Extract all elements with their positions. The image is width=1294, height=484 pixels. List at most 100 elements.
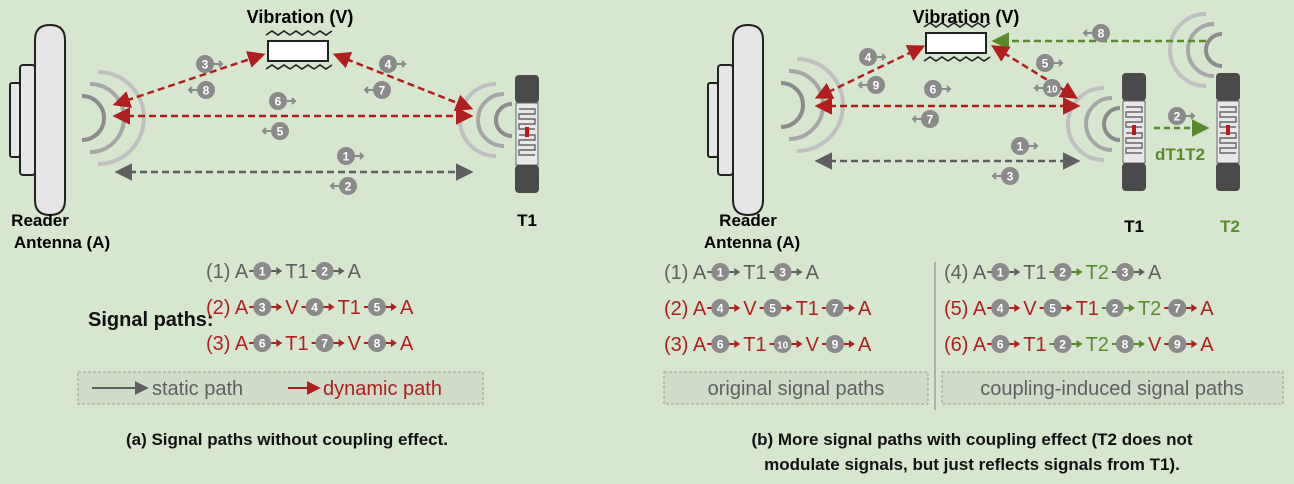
tag2-label: T2: [1220, 217, 1240, 236]
path-node: T1: [338, 297, 361, 319]
path-node: V: [806, 334, 820, 356]
direction-arrow: [942, 85, 952, 93]
path-node: A: [858, 334, 872, 356]
step-badge-icon: 10: [773, 335, 792, 353]
step-badge-icon: 1: [991, 263, 1010, 281]
path-prefix: (6) A: [944, 334, 987, 356]
path-arrowhead: [390, 303, 397, 311]
path-prefix: (2) A: [206, 297, 249, 319]
path-arrowhead: [848, 304, 855, 312]
path-node: A: [400, 297, 414, 319]
step-badge-icon: 2: [339, 177, 357, 195]
path-node: A: [400, 333, 414, 355]
path-arrowhead: [338, 339, 345, 347]
step-badge-icon: 9: [1168, 335, 1187, 353]
step-number: 3: [779, 266, 786, 280]
step-number: 1: [259, 265, 266, 279]
path-arrowhead: [734, 340, 741, 348]
dynamic-path-arrow: [814, 45, 926, 99]
distance-label: dT1T2: [1155, 145, 1205, 164]
step-number: 10: [777, 341, 789, 352]
direction-arrow: [287, 97, 297, 105]
step-number: 9: [873, 79, 880, 93]
step-number: 7: [321, 337, 328, 351]
step-badge-icon: 5: [261, 122, 289, 140]
step-number: 8: [203, 84, 210, 98]
step-number: 7: [1174, 302, 1181, 316]
step-badge-icon: 3: [773, 263, 792, 281]
tag1-label: T1: [1124, 217, 1144, 236]
step-number: 2: [1059, 338, 1066, 352]
direction-arrow: [911, 115, 921, 123]
step-number: 8: [374, 337, 381, 351]
vibration-label: Vibration (V): [247, 7, 354, 27]
path-node: T1: [1023, 262, 1046, 284]
coupling-paths-box: [941, 371, 1284, 405]
step-number: 2: [345, 180, 352, 194]
step-badge-icon: 7: [315, 334, 334, 352]
signal-wave-icon: [80, 70, 146, 166]
step-badge-icon: 10: [1033, 79, 1061, 97]
path-arrowhead: [1014, 304, 1021, 312]
path-arrowhead: [1138, 268, 1145, 276]
step-badge-icon: 2: [315, 262, 334, 280]
direction-arrow: [397, 60, 407, 68]
step-number: 4: [385, 58, 392, 72]
step-number: 1: [1017, 140, 1024, 154]
step-badge-icon: 5: [271, 122, 289, 140]
path-node: T2: [1138, 298, 1161, 320]
step-number: 9: [832, 338, 839, 352]
step-badge-icon: 7: [911, 110, 939, 128]
step-badge-icon: 5: [1043, 299, 1062, 317]
direction-arrow: [1029, 142, 1039, 150]
step-number: 2: [1112, 302, 1119, 316]
step-number: 6: [930, 83, 937, 97]
step-badge-icon: 4: [859, 48, 877, 66]
path-node: T1: [743, 262, 766, 284]
step-number: 7: [832, 302, 839, 316]
path-node: T1: [285, 333, 308, 355]
legend-static-label: static path: [152, 378, 243, 400]
path-node: T1: [1023, 334, 1046, 356]
step-number: 8: [1098, 27, 1105, 41]
step-number: 7: [379, 84, 386, 98]
path-node: V: [285, 297, 299, 319]
step-badge-icon: 6: [924, 80, 952, 98]
step-number: 5: [277, 125, 284, 139]
path-arrowhead: [328, 303, 335, 311]
step-badge-icon: 10: [1043, 79, 1061, 97]
step-badge-icon: 6: [924, 80, 942, 98]
step-number: 3: [259, 301, 266, 315]
step-badge-icon: 7: [363, 81, 391, 99]
step-badge-icon: 1: [337, 147, 355, 165]
tag-label: T1: [517, 211, 537, 230]
vibration-label: Vibration (V): [913, 7, 1020, 27]
path-node: T1: [743, 334, 766, 356]
step-number: 10: [1046, 85, 1058, 96]
step-number: 1: [997, 266, 1004, 280]
reader-label-line1: Reader: [11, 211, 69, 230]
direction-arrow: [355, 152, 365, 160]
coupling-paths-label: coupling-induced signal paths: [980, 378, 1244, 400]
rfid-tag-icon-t2: [1215, 72, 1241, 192]
path-prefix: (3) A: [206, 333, 249, 355]
step-number: 1: [343, 150, 350, 164]
path-arrowhead: [1128, 304, 1135, 312]
step-number: 6: [997, 338, 1004, 352]
step-badge-icon: 9: [825, 335, 844, 353]
reader-antenna-icon: [707, 24, 764, 216]
path-node: A: [806, 262, 820, 284]
step-badge-icon: 1: [337, 147, 365, 165]
direction-arrow: [1186, 112, 1196, 120]
direction-arrow: [877, 53, 887, 61]
path-node: T1: [285, 261, 308, 283]
step-badge-icon: 3: [991, 167, 1019, 185]
path-arrowhead: [276, 267, 283, 275]
path-arrowhead: [1138, 340, 1145, 348]
step-badge-icon: 2: [1168, 107, 1186, 125]
path-node: T2: [1086, 262, 1109, 284]
path-arrowhead: [338, 267, 345, 275]
